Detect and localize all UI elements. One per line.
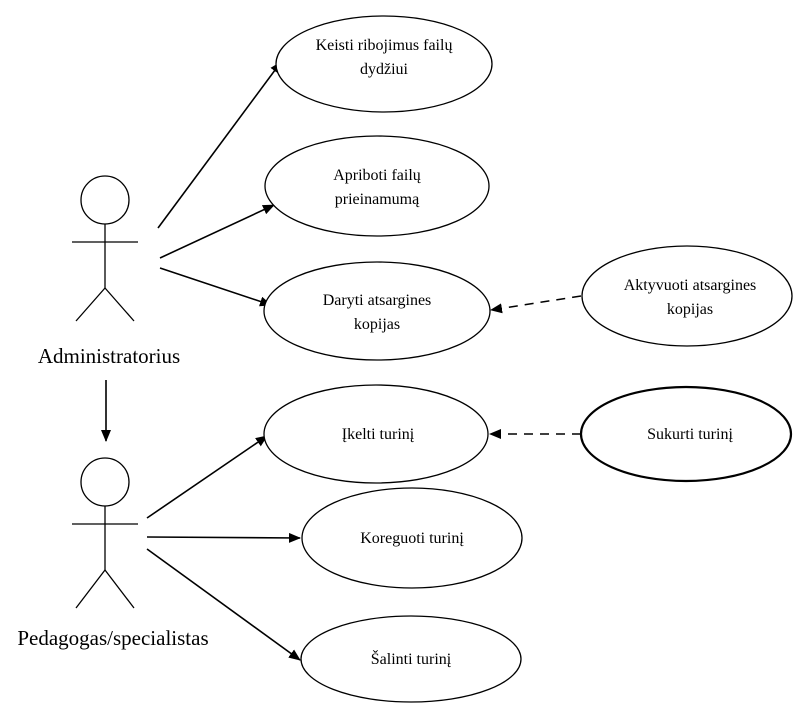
use-case-label: Aktyvuoti atsargines xyxy=(624,277,757,294)
actor-label-pedagogas-specialistas: Pedagogas/specialistas xyxy=(17,626,208,650)
association-admin-apriboti xyxy=(159,204,275,259)
use-case-ikelti-turini: Įkelti turinį xyxy=(263,384,489,484)
use-case-keisti-ribojimus: Keisti ribojimus failų dydžiui xyxy=(275,15,493,113)
use-case-ellipse xyxy=(263,384,489,484)
use-case-ellipse xyxy=(275,15,493,113)
use-case-aktyvuoti-atsargines: Aktyvuoti atsargines kopijas xyxy=(581,245,793,347)
use-case-label: Apriboti failų xyxy=(333,167,422,184)
use-case-label: Daryti atsargines xyxy=(323,292,432,309)
use-case-ellipse xyxy=(300,615,522,703)
actor-pedagogas-specialistas: Pedagogas/specialistas xyxy=(17,457,209,650)
association-admin-keisti xyxy=(157,61,282,229)
association-pedagogas-koreguoti xyxy=(146,532,301,543)
use-case-label: Koreguoti turinį xyxy=(360,530,464,547)
use-case-ellipse xyxy=(579,385,793,483)
use-case-ellipse xyxy=(581,245,793,347)
use-case-label: kopijas xyxy=(667,301,713,318)
actor-head xyxy=(80,457,130,507)
use-case-label: Įkelti turinį xyxy=(342,426,415,443)
use-case-label: kopijas xyxy=(354,316,400,333)
use-case-label: Šalinti turinį xyxy=(371,649,452,668)
use-case-ellipse xyxy=(263,261,491,361)
association-admin-daryti xyxy=(159,267,272,307)
use-case-apriboti-failu: Apriboti failų prieinamumą xyxy=(264,135,490,237)
use-case-koreguoti-turini: Koreguoti turinį xyxy=(301,487,523,589)
use-case-label: prieinamumą xyxy=(335,191,420,208)
use-case-label: dydžiui xyxy=(360,61,409,78)
actor-left-leg xyxy=(75,287,106,322)
actor-right-leg xyxy=(104,569,135,609)
associations xyxy=(101,61,582,661)
use-case-sukurti-turini: Sukurti turinį xyxy=(579,385,793,483)
use-case-daryti-atsargines: Daryti atsargines kopijas xyxy=(263,261,491,361)
use-case-ellipse xyxy=(301,487,523,589)
association-pedagogas-ikelti xyxy=(146,435,268,519)
use-case-label: Keisti ribojimus failų xyxy=(316,37,454,54)
association-aktyvuoti-daryti xyxy=(490,295,582,314)
actor-left-leg xyxy=(75,569,106,609)
actor-head xyxy=(80,175,130,225)
use-case-label: Sukurti turinį xyxy=(647,426,733,443)
association-pedagogas-salinti xyxy=(146,548,301,661)
actor-right-leg xyxy=(104,287,135,322)
use-case-salinti-turini: Šalinti turinį xyxy=(300,615,522,703)
actor-label-administratorius: Administratorius xyxy=(38,344,180,368)
actor-administratorius: Administratorius xyxy=(38,175,180,368)
use-case-ellipse xyxy=(264,135,490,237)
